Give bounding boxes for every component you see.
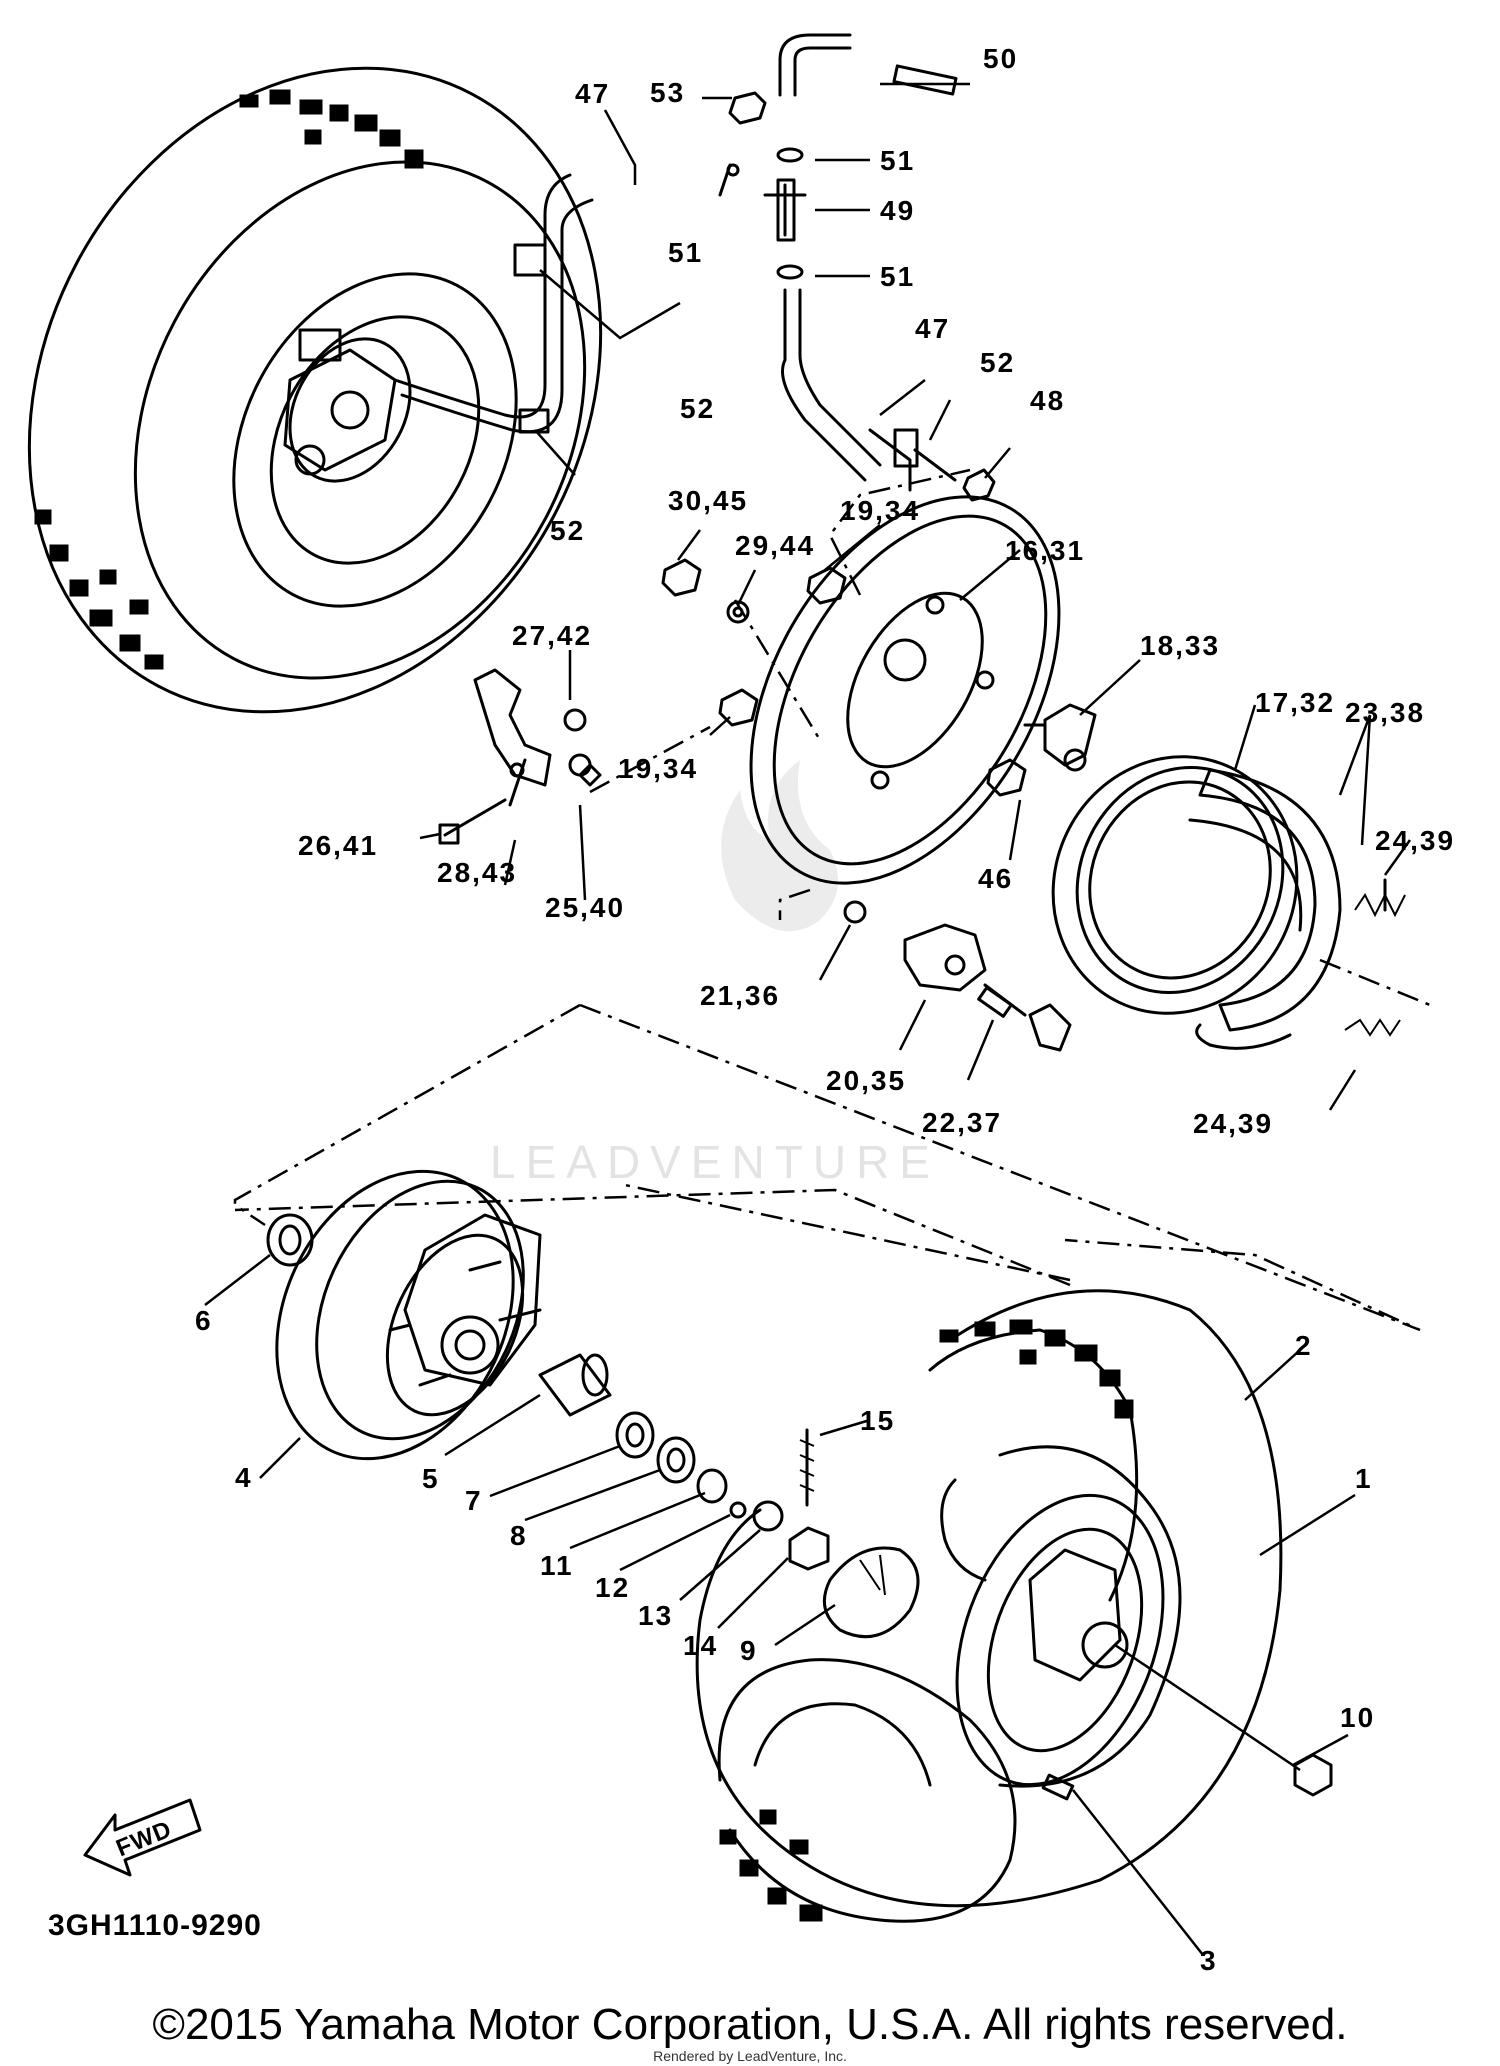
- callout-49: 49: [880, 195, 915, 226]
- copyright-notice: ©2015 Yamaha Motor Corporation, U.S.A. A…: [152, 2000, 1348, 2049]
- callout-30-45: 30,45: [668, 485, 748, 516]
- forward-direction-arrow: FWD: [83, 1798, 202, 1877]
- upper-left-wheel-assembly: [27, 66, 603, 714]
- callout-52: 52: [980, 347, 1015, 378]
- callout-25-40: 25,40: [545, 892, 625, 923]
- callout-6: 6: [195, 1305, 213, 1336]
- callout-20-35: 20,35: [826, 1065, 906, 1096]
- callout-51: 51: [880, 145, 915, 176]
- callout-23-38: 23,38: [1345, 697, 1425, 728]
- callout-19-34: 19,34: [840, 495, 920, 526]
- callout-47: 47: [575, 78, 610, 109]
- callout-28-43: 28,43: [437, 857, 517, 888]
- callout-51: 51: [668, 237, 703, 268]
- callout-4: 4: [235, 1462, 253, 1493]
- callout-12: 12: [595, 1572, 630, 1603]
- callout-51: 51: [880, 261, 915, 292]
- callout-7: 7: [465, 1485, 483, 1516]
- callout-29-44: 29,44: [735, 530, 815, 561]
- callout-9: 9: [740, 1635, 758, 1666]
- callout-27-42: 27,42: [512, 620, 592, 651]
- callout-3: 3: [1200, 1945, 1218, 1976]
- callout-11: 11: [540, 1550, 574, 1581]
- brake-backing-plate: [419, 468, 1141, 920]
- rendered-by-note: Rendered by LeadVenture, Inc.: [653, 2048, 847, 2064]
- callout-14: 14: [683, 1630, 718, 1661]
- callout-52: 52: [550, 515, 585, 546]
- callout-2: 2: [1295, 1330, 1313, 1361]
- callout-24-39: 24,39: [1193, 1108, 1273, 1139]
- callout-21-36: 21,36: [700, 980, 780, 1011]
- callout-22-37: 22,37: [922, 1107, 1002, 1138]
- callout-47: 47: [915, 313, 950, 344]
- wheel-cylinder: [818, 900, 1072, 1081]
- watermark-text: LEADVENTURE: [490, 1136, 940, 1188]
- callout-53: 53: [650, 77, 685, 108]
- brake-cable-and-hoses: [393, 33, 1011, 502]
- callout-50: 50: [983, 43, 1018, 74]
- callout-10: 10: [1340, 1702, 1375, 1733]
- callout-17-32: 17,32: [1255, 687, 1335, 718]
- callout-18-33: 18,33: [1140, 630, 1220, 661]
- callout-52: 52: [680, 393, 715, 424]
- fwd-label: FWD: [112, 1816, 176, 1863]
- callout-16-31: 16,31: [1005, 535, 1085, 566]
- wheel-hub: [204, 1169, 920, 1647]
- callout-24-39: 24,39: [1375, 825, 1455, 856]
- watermark: LEADVENTURE: [490, 760, 940, 1188]
- callout-5: 5: [422, 1463, 440, 1494]
- assembly-reference-line: [233, 1003, 1421, 1332]
- brake-drum-and-shoes: [1051, 704, 1431, 1111]
- lower-right-wheel-assembly: [695, 1289, 1356, 1956]
- callout-8: 8: [510, 1520, 528, 1551]
- callout-46: 46: [978, 863, 1013, 894]
- callout-15: 15: [860, 1405, 895, 1436]
- diagram-code: 3GH1110-9290: [48, 1909, 262, 1942]
- callout-26-41: 26,41: [298, 830, 378, 861]
- callout-19-34: 19,34: [618, 753, 698, 784]
- callout-48: 48: [1030, 385, 1065, 416]
- callout-13: 13: [638, 1600, 673, 1631]
- callout-labels: 50 53 47 51 51 49 51 47 52 52 48 52 30,4…: [195, 43, 1455, 1976]
- callout-1: 1: [1355, 1463, 1373, 1494]
